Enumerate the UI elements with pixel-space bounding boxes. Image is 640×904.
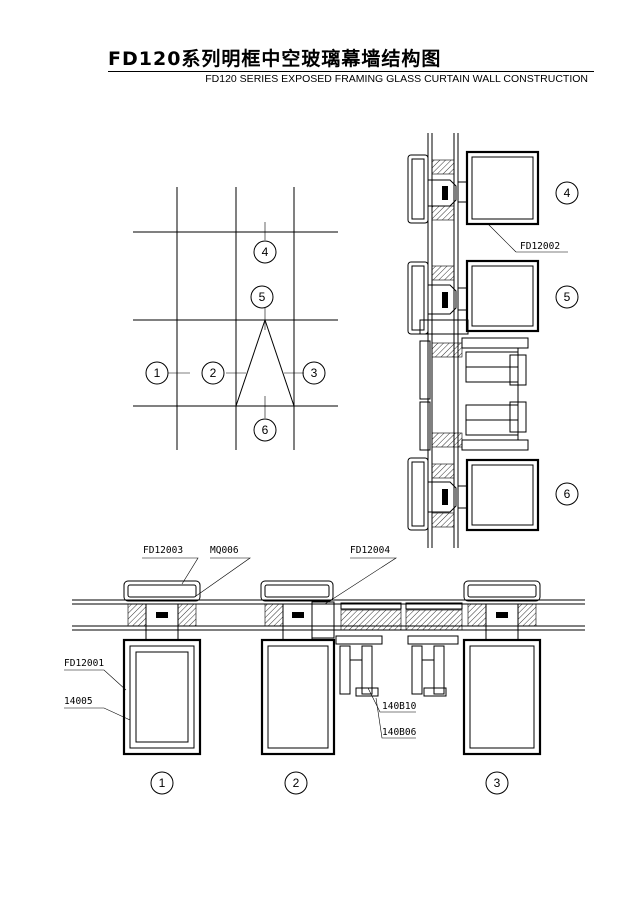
svg-text:4: 4 <box>564 186 571 200</box>
mullion-section-1 <box>122 580 202 756</box>
svg-text:6: 6 <box>564 487 571 501</box>
svg-text:4: 4 <box>262 245 269 259</box>
label-mq006: MQ006 <box>210 545 239 556</box>
svg-text:2: 2 <box>210 366 217 380</box>
section-marker-6: 6 <box>555 482 579 506</box>
transom-section-6 <box>407 457 540 532</box>
svg-text:3: 3 <box>494 776 501 790</box>
svg-text:2: 2 <box>293 776 300 790</box>
mullion-section-2 <box>260 580 336 756</box>
grid-marker-3: 3 <box>302 361 326 385</box>
section-marker-1: 1 <box>150 771 174 795</box>
grid-marker-1: 1 <box>145 361 169 385</box>
label-fd12004: FD12004 <box>350 545 390 556</box>
label-fd12001: FD12001 <box>64 658 104 669</box>
svg-text:1: 1 <box>154 366 161 380</box>
grid-marker-4: 4 <box>253 240 277 264</box>
mullion-section-3 <box>462 580 542 756</box>
label-140b10: 140B10 <box>382 701 417 712</box>
svg-text:5: 5 <box>259 290 266 304</box>
title-underline <box>108 71 594 72</box>
section-marker-3: 3 <box>485 771 509 795</box>
grid-marker-2: 2 <box>201 361 225 385</box>
elevation-grid <box>133 187 338 450</box>
label-fd12003: FD12003 <box>143 545 183 556</box>
vent-window-section <box>419 337 529 451</box>
section-marker-4: 4 <box>555 181 579 205</box>
horizontal-section <box>64 557 585 756</box>
section-marker-2: 2 <box>284 771 308 795</box>
label-140b06: 140B06 <box>382 727 417 738</box>
vent-window-plan <box>335 602 463 697</box>
svg-text:1: 1 <box>159 776 166 790</box>
svg-text:5: 5 <box>564 290 571 304</box>
vertical-section <box>407 133 568 548</box>
grid-marker-5: 5 <box>250 285 274 309</box>
transom-section-5 <box>407 259 540 335</box>
section-marker-5: 5 <box>555 285 579 309</box>
title-chinese: FD120系列明框中空玻璃幕墙结构图 <box>108 48 442 70</box>
transom-section-4 <box>407 150 540 226</box>
label-14005: 14005 <box>64 696 93 707</box>
label-fd12002: FD12002 <box>520 241 560 252</box>
grid-marker-6: 6 <box>253 418 277 442</box>
title-english: FD120 SERIES EXPOSED FRAMING GLASS CURTA… <box>205 73 588 85</box>
svg-text:3: 3 <box>311 366 318 380</box>
svg-text:6: 6 <box>262 423 269 437</box>
